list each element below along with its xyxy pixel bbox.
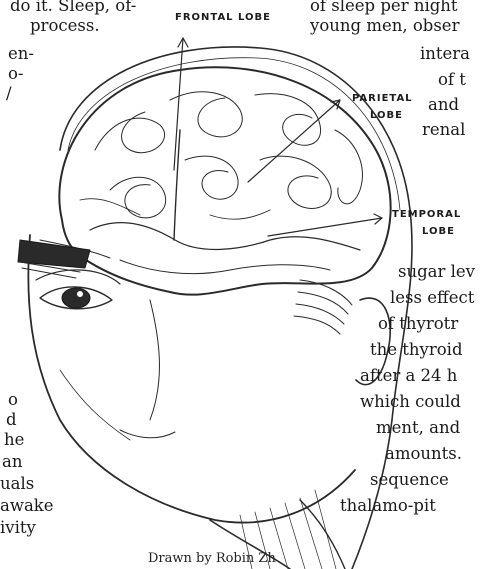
left-line: ivity xyxy=(0,518,36,538)
right-line: the thyroid xyxy=(370,340,463,360)
frontal-lobe-label: FRONTAL LOBE xyxy=(175,12,271,23)
left-line: do it. Sleep, of- xyxy=(10,0,136,16)
right-line: after a 24 h xyxy=(360,366,457,386)
parietal-lobe-label-line2: LOBE xyxy=(370,110,403,121)
face-outline xyxy=(28,235,355,523)
left-line: process. xyxy=(30,16,100,36)
right-line: and xyxy=(428,95,459,115)
right-line: sequence xyxy=(370,470,449,490)
illustration-caption: Drawn by Robin Zh xyxy=(148,551,276,566)
left-line: en- xyxy=(8,44,34,64)
right-line: of thyrotr xyxy=(378,314,458,334)
parietal-lobe-label: PARIETAL xyxy=(352,93,413,104)
right-line: thalamo-pit xyxy=(340,496,436,516)
right-line: which could xyxy=(360,392,461,412)
left-line: o xyxy=(8,390,18,410)
parietal-lobe-arrow xyxy=(248,100,340,182)
left-line: / xyxy=(6,84,12,104)
right-line: renal xyxy=(422,120,465,140)
right-line: less effect xyxy=(390,288,474,308)
temporal-lobe-arrow xyxy=(268,218,382,236)
right-line: young men, obser xyxy=(310,16,459,36)
right-line: ment, and xyxy=(376,418,460,438)
brain-outline xyxy=(59,67,390,294)
left-line: d xyxy=(6,410,17,430)
temporal-lobe-label: TEMPORAL xyxy=(392,209,461,220)
head-outline-inner xyxy=(68,58,400,210)
left-line: awake xyxy=(0,496,54,516)
left-line: he xyxy=(4,430,24,450)
temporal-lobe-label-line2: LOBE xyxy=(422,226,455,237)
left-line: an xyxy=(2,452,22,472)
right-line: of t xyxy=(438,70,466,90)
left-line: o- xyxy=(8,64,24,84)
right-line: of sleep per night xyxy=(310,0,458,16)
right-line: intera xyxy=(420,44,470,64)
right-line: amounts. xyxy=(385,444,462,464)
left-line: uals xyxy=(0,474,34,494)
right-line: sugar lev xyxy=(398,262,475,282)
